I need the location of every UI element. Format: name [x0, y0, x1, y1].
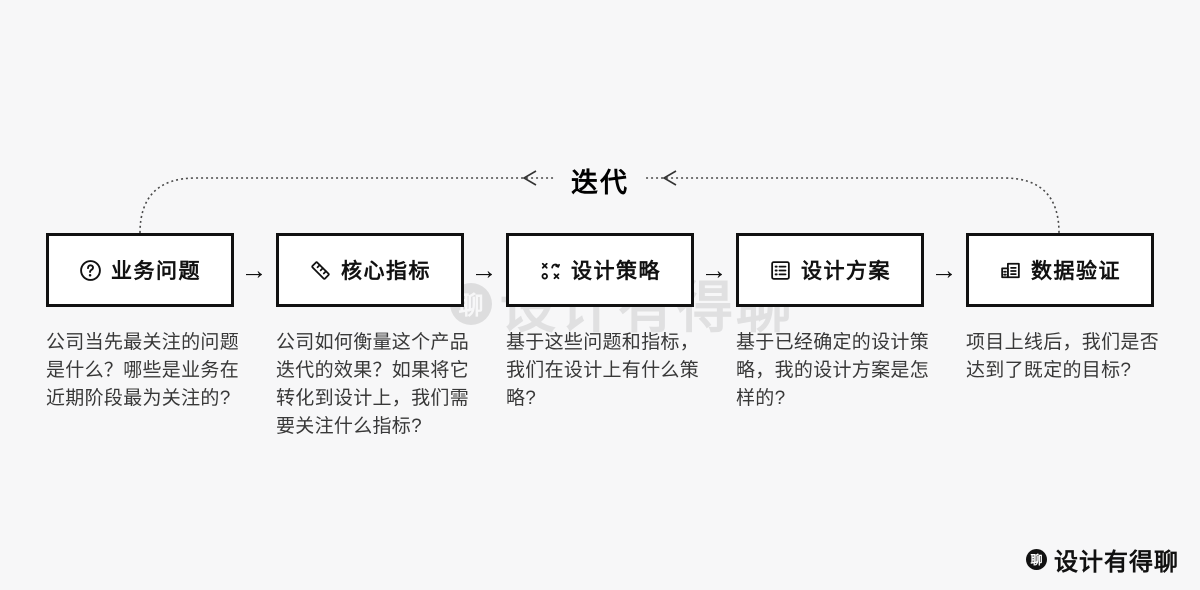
- step-box-design-strategy: 设计策略: [506, 233, 694, 307]
- flow-arrow-icon: →: [470, 255, 498, 285]
- report-chart-icon: [999, 259, 1022, 282]
- brand-text: 设计有得聊: [1054, 549, 1179, 576]
- step-title: 设计策略: [571, 260, 661, 283]
- checklist-icon: [769, 259, 792, 282]
- step-title: 业务问题: [111, 260, 201, 283]
- step-description-core-metrics: 公司如何衡量这个产品迭代的效果？如果将它转化到设计上，我们需要关注什么指标?: [276, 332, 470, 437]
- question-circle-icon: [79, 259, 102, 282]
- flow-arrow-icon: →: [930, 255, 958, 285]
- brand-badge-icon: 聊: [1026, 549, 1047, 570]
- step-title: 数据验证: [1031, 260, 1121, 283]
- flow-arrow-icon: →: [240, 255, 268, 285]
- step-description-data-validation: 项目上线后，我们是否达到了既定的目标?: [966, 332, 1160, 381]
- step-title: 设计方案: [801, 260, 891, 283]
- brand-logo: 聊 设计有得聊: [1026, 542, 1179, 577]
- step-description-design-strategy: 基于这些问题和指标，我们在设计上有什么策略?: [506, 332, 700, 409]
- iteration-loop-path: [139, 177, 1060, 234]
- step-box-core-metrics: 核心指标: [276, 233, 464, 307]
- step-description-design-plan: 基于已经确定的设计策略，我的设计方案是怎样的?: [736, 332, 930, 409]
- left-arrowhead-icon: [522, 170, 537, 186]
- step-box-data-validation: 数据验证: [966, 233, 1154, 307]
- step-description-business-problem: 公司当先最关注的问题是什么？哪些是业务在近期阶段最为关注的?: [46, 332, 240, 409]
- step-title: 核心指标: [341, 260, 431, 283]
- right-arrowhead-icon: [662, 170, 677, 186]
- flow-arrow-icon: →: [700, 255, 728, 285]
- step-box-design-plan: 设计方案: [736, 233, 924, 307]
- step-box-business-problem: 业务问题: [46, 233, 234, 307]
- strategy-icon: [539, 259, 562, 282]
- iteration-label: 迭代: [556, 161, 644, 200]
- ruler-icon: [309, 259, 332, 282]
